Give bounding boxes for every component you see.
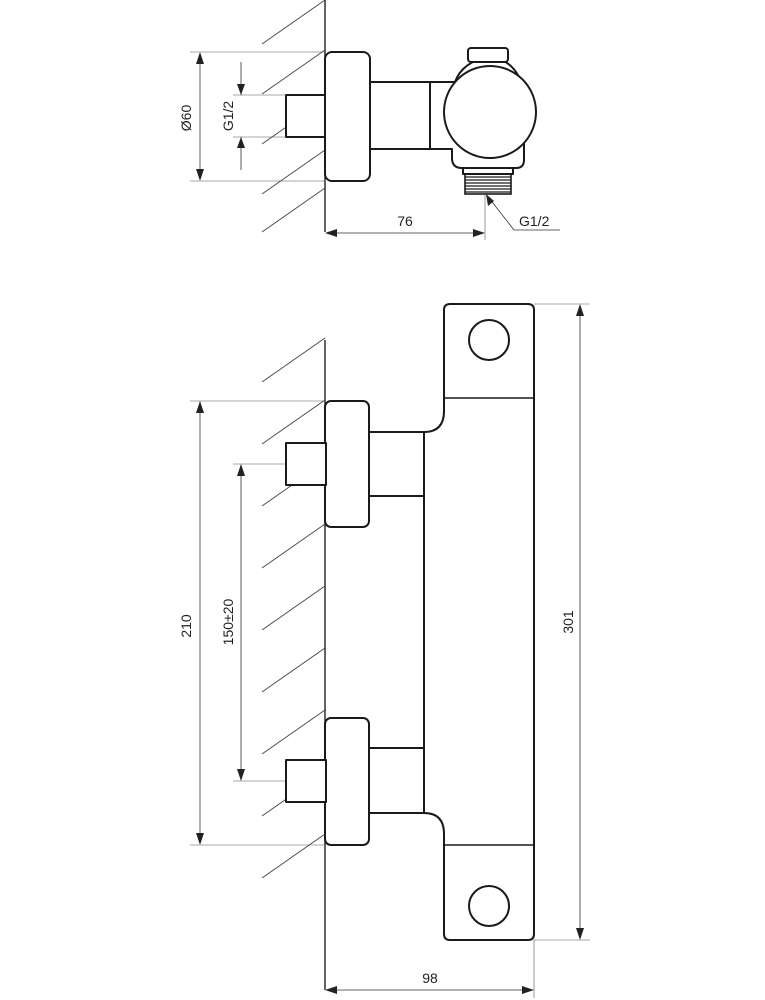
- top-arm: [369, 81, 431, 150]
- front-view: 210 150±20 301 98: [178, 303, 590, 998]
- dim-body-height: [534, 303, 590, 941]
- top-rosette: [324, 51, 371, 182]
- top-view: Ø60 G1/2 76 G1/2: [178, 0, 560, 240]
- front-lower-arm: [368, 747, 425, 814]
- dim-inlet-thread: [233, 62, 286, 170]
- top-outlet-collar: [462, 167, 514, 175]
- top-outlet-thread: [464, 173, 512, 195]
- dim-outlet-thread-label: G1/2: [519, 213, 550, 229]
- top-inlet-pipe: [285, 94, 327, 138]
- dim-inlet-thread-label: G1/2: [220, 101, 236, 132]
- dim-diameter: [190, 51, 325, 182]
- front-lower-inlet: [285, 759, 327, 803]
- dim-inlet-span: [190, 400, 325, 846]
- front-lower-rosette: [324, 717, 370, 846]
- front-upper-inlet: [285, 442, 327, 486]
- dim-inlet-span-label: 210: [178, 614, 194, 638]
- dim-depth-label: 76: [397, 213, 413, 229]
- front-top-handle: [468, 319, 510, 361]
- front-body: [423, 303, 535, 941]
- dim-inlet-spacing: [233, 463, 286, 782]
- dim-inlet-spacing-label: 150±20: [220, 598, 236, 645]
- dim-outlet-leader: [486, 194, 560, 231]
- dim-diameter-label: Ø60: [178, 105, 194, 132]
- front-upper-arm: [368, 431, 425, 497]
- front-bottom-handle: [468, 885, 510, 927]
- top-knob-tab: [467, 47, 509, 63]
- top-knob: [443, 65, 537, 159]
- dim-depth: [325, 194, 486, 240]
- dim-body-height-label: 301: [560, 610, 576, 634]
- dim-body-depth-label: 98: [422, 970, 438, 986]
- dim-body-depth: [325, 940, 535, 998]
- front-upper-rosette: [324, 400, 370, 528]
